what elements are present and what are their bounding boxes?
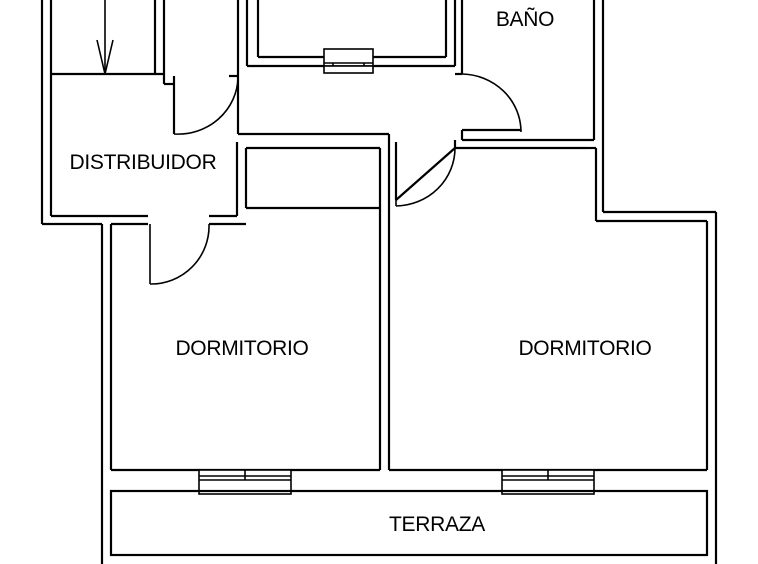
- upper-block: [172, 0, 457, 134]
- outer-walls: [40, 0, 718, 564]
- upper-window: [323, 48, 374, 74]
- room-label-distribuidor: DISTRIBUIDOR: [70, 151, 217, 174]
- room-label-bano: BAÑO: [496, 7, 554, 31]
- stair-area: [51, 0, 174, 86]
- bedroom-walls: [111, 147, 707, 472]
- room-label-terraza: TERRAZA: [389, 513, 485, 536]
- room-label-dormitorio-right: DORMITORIO: [518, 337, 651, 360]
- room-label-dormitorio-left: DORMITORIO: [175, 337, 308, 360]
- bathroom-walls: [453, 0, 594, 150]
- door-swings: [149, 73, 522, 285]
- terrace-walls: [109, 489, 709, 557]
- corridor-walls: [51, 132, 398, 226]
